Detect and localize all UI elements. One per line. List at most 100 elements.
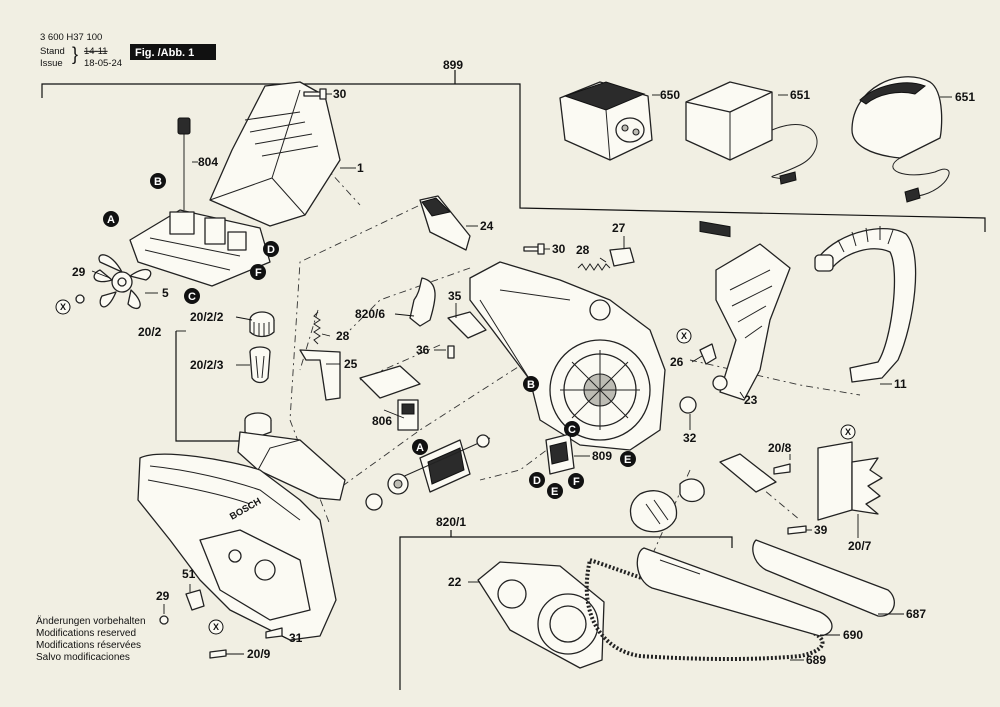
bumper-spike-20-7 <box>817 441 883 521</box>
bar-cover-687 <box>752 539 895 617</box>
footnote-line-fr: Modifications réservées <box>36 640 141 651</box>
issue-value: 18-05-24 <box>84 58 122 69</box>
washer-29 <box>75 294 85 304</box>
callout-numbers: 899 30 650 651 651 1 804 24 30 28 27 29 … <box>72 58 975 667</box>
screw-39 <box>787 525 807 535</box>
svg-text:X: X <box>681 331 687 341</box>
rear-handle-23 <box>712 243 791 401</box>
footnote-line-de: Änderungen vorbehalten <box>36 615 146 627</box>
sprocket-cover-22 <box>477 561 605 669</box>
charger-651-square <box>685 81 818 238</box>
fan-5 <box>93 254 152 309</box>
callout-650: 650 <box>660 88 680 102</box>
battery-pack-650 <box>559 81 653 161</box>
electronics-board-804 <box>129 117 271 287</box>
callout-820-6: 820/6 <box>355 307 385 321</box>
stand-label: Stand <box>40 46 65 57</box>
charger-651-round <box>851 76 950 203</box>
brush-holder-809 <box>545 433 575 475</box>
callout-26: 26 <box>670 355 684 369</box>
front-handle-11 <box>814 226 917 383</box>
callout-32: 32 <box>683 431 697 445</box>
marker-b-top: B <box>150 173 166 189</box>
callout-27: 27 <box>612 221 626 235</box>
callout-29-lower: 29 <box>156 589 170 603</box>
washer-29-lower <box>159 615 169 625</box>
callout-23: 23 <box>744 393 758 407</box>
callout-20-2-2: 20/2/2 <box>190 310 224 324</box>
callout-11: 11 <box>894 377 907 391</box>
issue-label: Issue <box>40 58 63 69</box>
callout-690: 690 <box>843 628 863 642</box>
svg-text:E: E <box>624 454 631 466</box>
callout-5: 5 <box>162 286 169 300</box>
marker-a-mid: A <box>412 439 428 455</box>
spring-36 <box>447 345 455 359</box>
part-26 <box>699 343 717 365</box>
part-number: 3 600 H37 100 <box>40 32 102 43</box>
chain-brake-cover-24 <box>419 195 471 251</box>
marker-a-top: A <box>103 211 119 227</box>
header-brace: } <box>72 44 78 64</box>
leader-lines <box>91 93 952 661</box>
callout-689: 689 <box>806 653 826 667</box>
x-marker-housing: X <box>676 328 692 344</box>
marker-f-low: F <box>568 473 584 489</box>
washer-32 <box>679 396 697 414</box>
callout-28-left: 28 <box>336 329 350 343</box>
callout-651-round: 651 <box>955 90 975 104</box>
svg-text:E: E <box>551 486 558 498</box>
main-housing <box>469 261 666 451</box>
callout-20-8: 20/8 <box>768 441 792 455</box>
callout-29-top: 29 <box>72 265 86 279</box>
switch-806 <box>359 365 421 431</box>
callout-20-7: 20/7 <box>848 539 872 553</box>
chain-tensioner <box>629 453 777 533</box>
marker-b-mid: B <box>523 376 539 392</box>
callout-22: 22 <box>448 575 462 589</box>
marker-d-top: D <box>263 241 279 257</box>
spring-28-left <box>313 311 321 345</box>
callout-806: 806 <box>372 414 392 428</box>
svg-text:D: D <box>267 244 275 256</box>
screw-30-mid <box>523 243 545 255</box>
marker-f-top: F <box>250 264 266 280</box>
clip-35 <box>447 311 487 339</box>
marker-c-mid: C <box>564 421 580 437</box>
lower-housing: BOSCH <box>137 453 337 641</box>
footnote-line-en: Modifications reserved <box>36 628 136 639</box>
connection-markers: B A D F C B C E A D E F <box>103 173 636 499</box>
x-marker-lower: X <box>208 619 224 635</box>
svg-text:X: X <box>845 427 851 437</box>
figure-label: Fig. /Abb. 1 <box>135 47 194 59</box>
assembly-frames <box>41 70 986 690</box>
footnote-line-es: Salvo modificaciones <box>36 652 130 663</box>
callout-20-2-3: 20/2/3 <box>190 358 224 372</box>
callout-820-1: 820/1 <box>436 515 466 529</box>
cable-clip-820-6 <box>409 277 436 327</box>
callout-39: 39 <box>814 523 828 537</box>
svg-text:F: F <box>255 267 262 279</box>
callout-30-top: 30 <box>333 87 347 101</box>
svg-text:X: X <box>213 622 219 632</box>
callout-1: 1 <box>357 161 364 175</box>
housing-cover-1 <box>209 81 341 227</box>
figure-label-box <box>130 44 216 60</box>
svg-text:C: C <box>188 291 196 303</box>
latch-27 <box>609 247 635 267</box>
svg-text:B: B <box>527 379 535 391</box>
callout-687: 687 <box>906 607 926 621</box>
screw-20-8 <box>773 463 791 475</box>
svg-text:A: A <box>416 442 424 454</box>
svg-text:A: A <box>107 214 115 226</box>
callout-809: 809 <box>592 449 612 463</box>
callout-25: 25 <box>344 357 358 371</box>
x-marker-left: X <box>55 299 71 315</box>
stand-value: 14-11 <box>84 46 108 57</box>
callout-36: 36 <box>416 343 430 357</box>
oil-cap-20-2-2 <box>249 311 275 338</box>
callout-24: 24 <box>480 219 494 233</box>
oil-filter-20-2-3 <box>249 346 271 384</box>
callout-20-2: 20/2 <box>138 325 162 339</box>
